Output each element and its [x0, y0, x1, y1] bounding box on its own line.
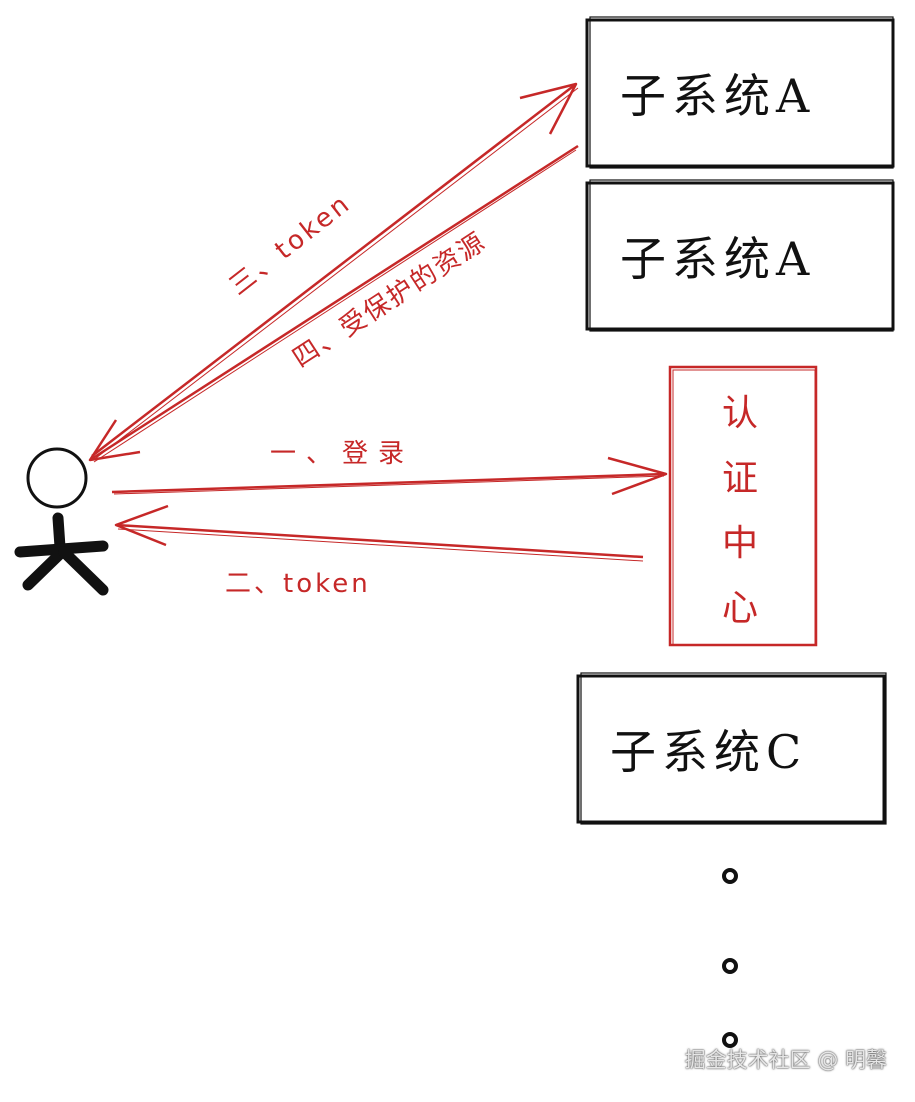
token-return-arrow: 二、token: [114, 504, 644, 599]
subsystem-label-3: 子系统C: [610, 725, 807, 779]
user-figure-icon: [14, 447, 109, 596]
subsystem-box-3: 子系统C: [576, 672, 887, 825]
token-to-subsystem-arrow: 三、token: [91, 82, 579, 459]
subsystem-label-1: 子系统A: [620, 69, 815, 123]
ellipsis-dots: [722, 868, 738, 1048]
auth-center-char-4: 心: [722, 588, 758, 629]
token-to-subsystem-arrow-label: 三、token: [224, 188, 357, 301]
subsystem-box-1: 子系统A: [585, 16, 895, 169]
subsystem-box-2: 子系统A: [585, 179, 895, 332]
token-return-arrow-label: 二、token: [225, 569, 371, 599]
protected-resource-arrow-label: 四、受保护的资源: [287, 227, 491, 374]
auth-center-box: 认 证 中 心: [668, 365, 818, 647]
auth-center-char-2: 证: [722, 458, 758, 499]
watermark: 掘金技术社区 @ 明馨: [684, 1048, 887, 1072]
ellipsis-dot-3: [722, 1032, 738, 1048]
auth-center-char-3: 中: [722, 523, 758, 564]
login-arrow-label: 一、登录: [270, 439, 414, 469]
auth-center-char-1: 认: [722, 393, 758, 434]
ellipsis-dot-1: [722, 868, 738, 884]
subsystem-label-2: 子系统A: [620, 232, 815, 286]
ellipsis-dot-2: [722, 958, 738, 974]
login-arrow: 一、登录: [111, 439, 668, 496]
